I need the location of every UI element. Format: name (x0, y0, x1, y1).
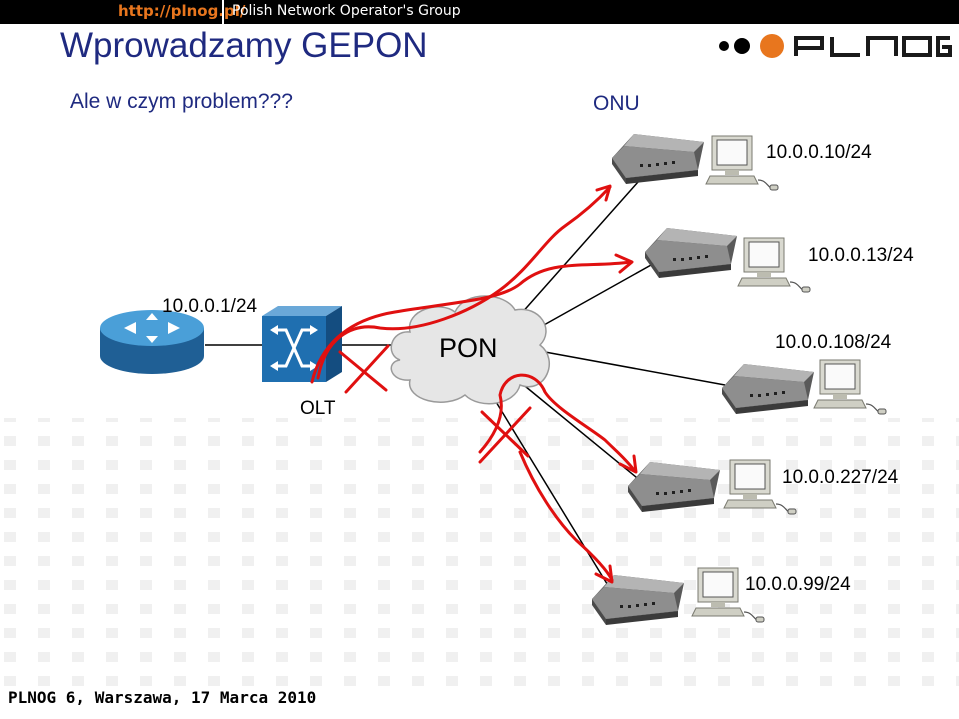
onu-ip-label: 10.0.0.10/24 (766, 142, 872, 163)
red-annotation-arrows (310, 184, 638, 584)
onu-label: ONU (593, 92, 640, 115)
slide-subtitle: Ale w czym problem??? (70, 90, 293, 113)
plnog-url-link[interactable]: http://plnog.pl/ (118, 2, 246, 20)
router-ip-label: 10.0.0.1/24 (162, 296, 258, 317)
slide-title: Wprowadzamy GEPON (60, 26, 428, 65)
computer-icon (737, 237, 811, 293)
fiber-links (205, 181, 726, 593)
computer-icon (813, 359, 887, 415)
plnog-logo (719, 34, 952, 58)
footer-event-info: PLNOG 6, Warszawa, 17 Marca 2010 (8, 688, 317, 707)
onu-ip-label: 10.0.0.99/24 (745, 574, 851, 595)
onu-device-icon (612, 134, 704, 184)
onu-ip-label: 10.0.0.108/24 (775, 332, 892, 353)
onu-ip-label: 10.0.0.227/24 (782, 467, 899, 488)
olt-label: OLT (300, 398, 336, 419)
pon-label: PON (439, 333, 498, 363)
group-name: Polish Network Operator's Group (232, 3, 461, 19)
top-bar: http://plnog.pl/ Polish Network Operator… (0, 0, 959, 24)
onu-device-icon (722, 364, 814, 414)
onu-device-icon (645, 228, 737, 278)
top-bar-separator (222, 0, 224, 24)
background-pattern (0, 418, 959, 686)
router-icon (100, 310, 204, 374)
onu-ip-label: 10.0.0.13/24 (808, 245, 914, 266)
